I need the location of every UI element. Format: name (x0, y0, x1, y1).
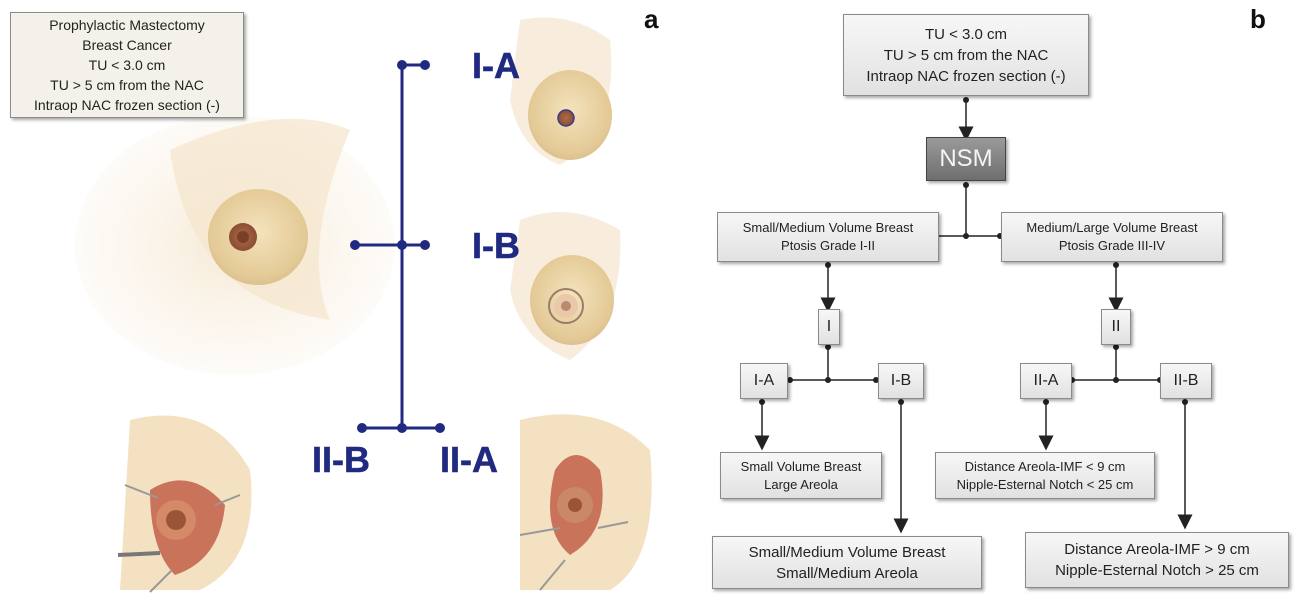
box-line: Small Volume Breast (721, 458, 881, 476)
box-line: Small/Medium Volume Breast (718, 219, 938, 237)
breast-illustration-ia (510, 18, 612, 166)
small-medium-breast-box: Small/Medium Volume Breast Ptosis Grade … (717, 212, 939, 262)
panel-letter-b: b (1250, 4, 1266, 35)
flow-criteria-box: TU < 3.0 cm TU > 5 cm from the NAC Intra… (843, 14, 1089, 96)
flow-criteria-line: TU < 3.0 cm (844, 24, 1088, 45)
box-line: Ptosis Grade I-II (718, 237, 938, 255)
surgery-illustration-iia (520, 414, 652, 590)
criteria-line: Breast Cancer (11, 35, 243, 55)
type-i-box: I (818, 309, 840, 345)
box-line: Distance Areola-IMF > 9 cm (1026, 539, 1288, 560)
flow-criteria-line: Intraop NAC frozen section (-) (844, 66, 1088, 87)
medium-large-breast-box: Medium/Large Volume Breast Ptosis Grade … (1001, 212, 1223, 262)
label-iib: II-B (312, 439, 370, 480)
type-ia-box: I-A (740, 363, 788, 399)
criteria-line: TU < 3.0 cm (11, 55, 243, 75)
distance-greater-box: Distance Areola-IMF > 9 cm Nipple-Estern… (1025, 532, 1289, 588)
panel-letter-a: a (644, 4, 658, 35)
type-iia-box: II-A (1020, 363, 1072, 399)
breast-illustration-ib (510, 212, 620, 360)
type-ib-box: I-B (878, 363, 924, 399)
distance-less-box: Distance Areola-IMF < 9 cm Nipple-Estern… (935, 452, 1155, 499)
box-line: Small/Medium Volume Breast (713, 542, 981, 563)
box-line: Ptosis Grade III-IV (1002, 237, 1222, 255)
small-volume-large-areola-box: Small Volume Breast Large Areola (720, 452, 882, 499)
nsm-box: NSM (926, 137, 1006, 181)
label-iia: II-A (440, 439, 498, 480)
box-line: Medium/Large Volume Breast (1002, 219, 1222, 237)
criteria-line: Intraop NAC frozen section (-) (11, 95, 243, 115)
type-ii-box: II (1101, 309, 1131, 345)
label-ia: I-A (472, 45, 520, 86)
label-ib: I-B (472, 225, 520, 266)
surgery-illustration-iib (118, 416, 251, 592)
flow-criteria-line: TU > 5 cm from the NAC (844, 45, 1088, 66)
classification-axis (352, 62, 444, 432)
panel-b: TU < 3.0 cm TU > 5 cm from the NAC Intra… (690, 0, 1299, 596)
type-iib-box: II-B (1160, 363, 1212, 399)
breast-illustration-main (75, 115, 395, 375)
panel-a: I-A I-B II-B II-A Prophylactic Mastectom… (0, 0, 680, 596)
criteria-box: Prophylactic Mastectomy Breast Cancer TU… (10, 12, 244, 118)
criteria-line: TU > 5 cm from the NAC (11, 75, 243, 95)
box-line: Nipple-Esternal Notch < 25 cm (936, 476, 1154, 494)
criteria-line: Prophylactic Mastectomy (11, 15, 243, 35)
box-line: Large Areola (721, 476, 881, 494)
box-line: Small/Medium Areola (713, 563, 981, 584)
box-line: Nipple-Esternal Notch > 25 cm (1026, 560, 1288, 581)
box-line: Distance Areola-IMF < 9 cm (936, 458, 1154, 476)
small-medium-areola-box: Small/Medium Volume Breast Small/Medium … (712, 536, 982, 589)
